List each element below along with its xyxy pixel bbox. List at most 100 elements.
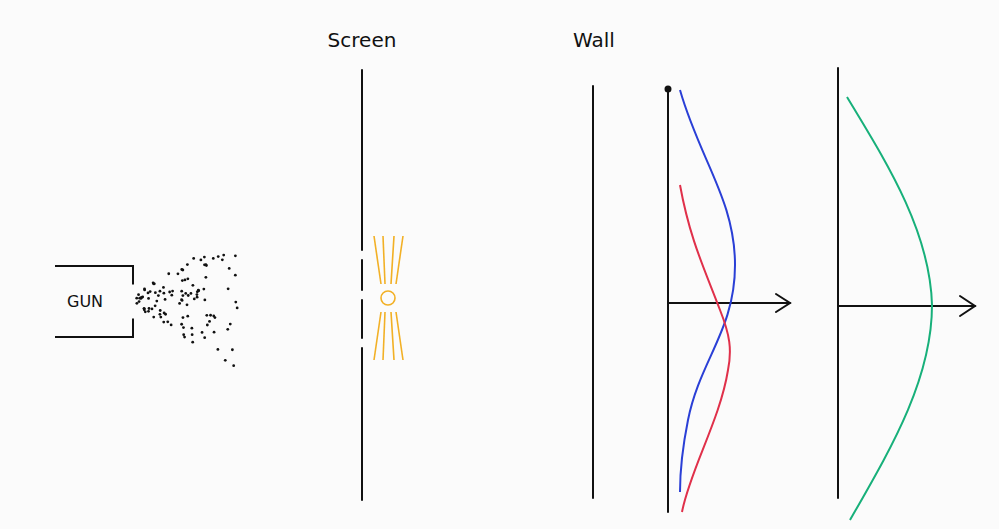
- light-ray: [391, 236, 394, 284]
- particle-dot: [202, 288, 205, 291]
- particle-dot: [234, 274, 237, 277]
- particle-dot: [181, 294, 184, 297]
- light-ray: [396, 312, 403, 360]
- light-ray: [391, 312, 394, 360]
- particle-dot: [181, 299, 184, 302]
- particle-dot: [168, 291, 171, 294]
- particle-dot: [203, 336, 206, 339]
- particle-dot: [184, 279, 187, 282]
- particle-dot: [135, 297, 138, 300]
- particle-dot: [151, 308, 154, 311]
- particle-dot: [226, 328, 229, 331]
- particle-dot: [159, 290, 162, 293]
- screen-line: [361, 260, 363, 290]
- particle-dot: [138, 300, 141, 303]
- particle-dot: [162, 292, 165, 295]
- particle-dot: [182, 326, 185, 329]
- particle-dot: [208, 320, 211, 323]
- light-ray: [383, 312, 385, 360]
- particle-dot: [180, 298, 183, 301]
- particle-dot: [213, 331, 216, 334]
- particle-dot: [190, 327, 193, 330]
- particle-dot: [166, 320, 169, 323]
- particle-dot: [231, 348, 234, 351]
- particle-dot: [206, 324, 209, 327]
- particle-dot: [143, 307, 146, 310]
- screen-line: [361, 300, 363, 338]
- screen-line: [361, 70, 363, 250]
- particle-dot: [154, 304, 157, 307]
- axis-dot: [666, 87, 671, 92]
- particle-dot: [147, 297, 150, 300]
- particle-dot: [191, 333, 194, 336]
- particle-dot: [159, 316, 162, 319]
- particle-dot: [154, 291, 157, 294]
- light-ray: [374, 236, 381, 284]
- particle-spray: [135, 254, 238, 367]
- particle-dot: [236, 307, 239, 310]
- wall-line: [592, 86, 594, 498]
- particle-dot: [182, 316, 185, 319]
- particle-dot: [180, 290, 183, 293]
- particle-dot: [183, 336, 186, 339]
- particle-dot: [228, 267, 231, 270]
- particle-dot: [234, 254, 237, 257]
- particle-dot: [212, 257, 215, 260]
- particle-dot: [164, 298, 167, 301]
- light-ray: [396, 236, 403, 284]
- particle-dot: [203, 298, 206, 301]
- particle-dot: [170, 294, 173, 297]
- particle-dot: [159, 313, 162, 316]
- particle-dot: [147, 310, 150, 313]
- particle-dot: [217, 255, 220, 258]
- particle-dot: [171, 290, 174, 293]
- particle-dot: [149, 290, 152, 293]
- particle-dot: [137, 293, 140, 296]
- particle-dot: [163, 312, 166, 315]
- graph-axis: [668, 302, 790, 304]
- particle-dot: [152, 282, 155, 285]
- probability-curve-top: [680, 90, 735, 492]
- particle-dot: [204, 276, 207, 279]
- light-ray: [383, 236, 385, 284]
- particle-dot: [205, 314, 208, 317]
- graph-axis: [838, 305, 975, 307]
- particle-dot: [152, 281, 155, 284]
- particle-dot: [216, 348, 219, 351]
- particle-dot: [186, 315, 189, 318]
- particle-dot: [157, 294, 160, 297]
- particle-dot: [162, 321, 165, 324]
- particle-dot: [138, 297, 141, 300]
- particle-dot: [170, 324, 173, 327]
- probability-curve-bottom: [680, 185, 730, 512]
- particle-dot: [143, 289, 146, 292]
- particle-dot: [227, 287, 230, 290]
- particle-dot: [221, 258, 224, 261]
- particle-dot: [167, 272, 170, 275]
- particle-dot: [180, 323, 183, 326]
- light-ray: [374, 312, 381, 360]
- particle-dot: [184, 292, 187, 295]
- particle-dot: [191, 284, 194, 287]
- part-label: Wall: [573, 28, 615, 52]
- particle-dot: [196, 296, 199, 299]
- particle-dot: [232, 364, 235, 367]
- particle-dot: [229, 323, 232, 326]
- gun-barrel: [55, 266, 133, 337]
- arrow-head: [776, 294, 790, 312]
- particle-dot: [186, 277, 189, 280]
- particle-dot: [191, 341, 194, 344]
- arrow-head: [960, 296, 975, 316]
- particle-dot: [152, 316, 155, 319]
- particle-dot: [234, 301, 237, 304]
- particle-dot: [201, 331, 204, 334]
- particle-dot: [197, 289, 200, 292]
- particle-dot: [155, 300, 158, 303]
- particle-dot: [196, 293, 199, 296]
- particle-dot: [135, 302, 138, 305]
- graph-axis: [667, 88, 669, 512]
- particle-dot: [162, 286, 165, 289]
- part-label: Screen: [328, 28, 397, 52]
- sum-curve: [847, 97, 932, 520]
